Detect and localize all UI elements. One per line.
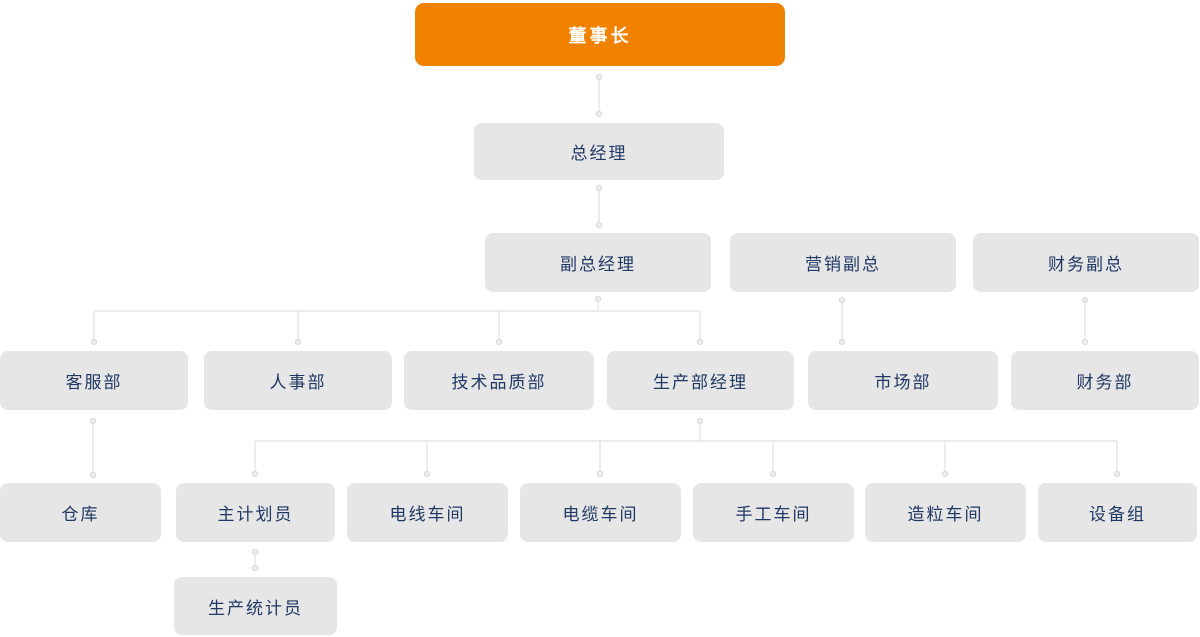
node-manual-workshop[interactable]: 手工车间 bbox=[693, 483, 854, 542]
node-granulation-workshop[interactable]: 造粒车间 bbox=[865, 483, 1026, 542]
node-chief-planner[interactable]: 主计划员 bbox=[176, 483, 335, 542]
node-customer-service-dept[interactable]: 客服部 bbox=[0, 351, 188, 410]
node-chairman[interactable]: 董事长 bbox=[415, 3, 785, 66]
node-finance-dept[interactable]: 财务部 bbox=[1011, 351, 1199, 410]
node-equipment-group[interactable]: 设备组 bbox=[1038, 483, 1197, 542]
node-warehouse[interactable]: 仓库 bbox=[0, 483, 161, 542]
node-hr-dept[interactable]: 人事部 bbox=[204, 351, 392, 410]
node-deputy-general-manager[interactable]: 副总经理 bbox=[485, 233, 711, 292]
node-finance-vp[interactable]: 财务副总 bbox=[973, 233, 1199, 292]
node-cable-workshop[interactable]: 电缆车间 bbox=[520, 483, 681, 542]
node-marketing-vp[interactable]: 营销副总 bbox=[730, 233, 956, 292]
node-production-statistician[interactable]: 生产统计员 bbox=[174, 577, 337, 635]
node-tech-quality-dept[interactable]: 技术品质部 bbox=[404, 351, 594, 410]
node-wire-workshop[interactable]: 电线车间 bbox=[347, 483, 508, 542]
node-general-manager[interactable]: 总经理 bbox=[474, 123, 724, 180]
node-market-dept[interactable]: 市场部 bbox=[808, 351, 998, 410]
node-production-dept-manager[interactable]: 生产部经理 bbox=[607, 351, 794, 410]
